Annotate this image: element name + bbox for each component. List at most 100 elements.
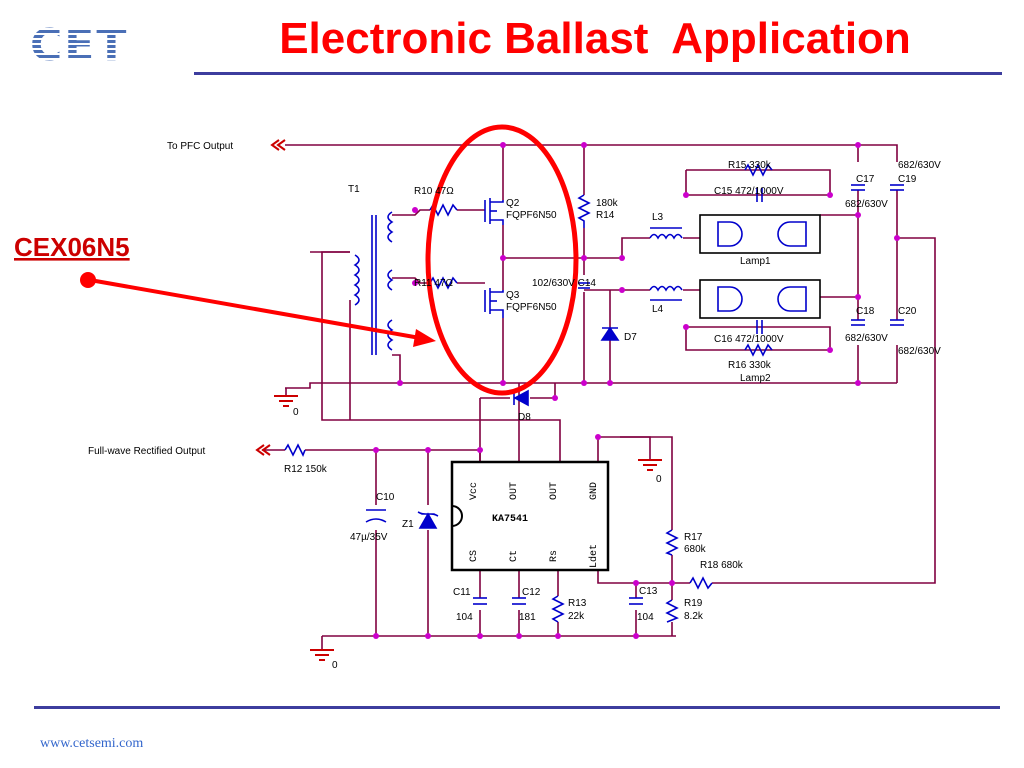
r13-resistor (551, 595, 565, 623)
c16-label: C16 472/1000V (714, 334, 784, 345)
r15-label: R15 330k (728, 160, 772, 171)
pin-gnd-label: GND (589, 482, 600, 500)
t1-secondary-coil-2 (387, 269, 394, 291)
r18-resistor (689, 576, 713, 590)
gnd-label-1: 0 (293, 407, 299, 418)
pin-ldet-label: Ldet (588, 544, 600, 568)
d7-diode (600, 326, 620, 341)
c13-label: C13 (639, 586, 658, 597)
c14-capacitor (578, 282, 590, 289)
c14-label: 102/630V C14 (532, 278, 596, 289)
r13-value-label: 22k (568, 611, 585, 622)
gnd-label-2: 0 (656, 474, 662, 485)
t1-label: T1 (348, 184, 360, 195)
l4-label: L4 (652, 304, 664, 315)
t1-secondary-coil-1 (387, 211, 394, 243)
r15-resistor (744, 163, 773, 177)
cet-logo: CET (30, 20, 148, 72)
c19-capacitor (890, 184, 904, 191)
l3-label: L3 (652, 212, 664, 223)
c18-value-label: 682/630V (845, 333, 888, 344)
c20-value-label: 682/630V (898, 346, 941, 357)
footer-rule (34, 706, 1000, 709)
t1-secondary-coil-3 (387, 319, 394, 351)
r16-label: R16 330k (728, 360, 772, 371)
highlight-ellipse (425, 124, 579, 396)
pin-rs-label: Rs (549, 550, 560, 562)
r11-label: R11 47Ω (414, 278, 454, 289)
title-rule (194, 72, 1002, 75)
r16-resistor (744, 343, 773, 357)
rectified-label: Full-wave Rectified Output (88, 446, 205, 457)
callout-dot (80, 272, 96, 288)
z1-zener (417, 511, 439, 529)
rectified-input-arrow (255, 444, 271, 456)
lamp2-label: Lamp2 (740, 373, 771, 384)
c10-value-label: 47µ/35V (350, 532, 388, 543)
q3-mosfet (484, 288, 504, 318)
ic-name-label: KA7541 (492, 514, 528, 525)
r17-value-label: 680k (684, 544, 707, 555)
c17-label: C17 (856, 174, 875, 185)
r12-label: R12 150k (284, 464, 328, 475)
r14-resistor (577, 194, 591, 228)
c15-label: C15 472/1000V (714, 186, 784, 197)
ka7541-ic (450, 460, 610, 572)
l4-inductor (649, 285, 683, 292)
lamp2 (699, 279, 821, 319)
schematic-labels: To PFC Output Full-wave Rectified Output… (88, 141, 941, 671)
ground-symbol-3 (310, 649, 334, 661)
r17-resistor (665, 529, 679, 556)
gnd-label-3: 0 (332, 660, 338, 671)
c13-capacitor (629, 597, 643, 605)
l3-inductor (649, 233, 683, 240)
callout-label: CEX06N5 (14, 232, 130, 262)
r11-resistor (429, 276, 458, 290)
pin-out2-label: OUT (549, 482, 560, 500)
lamp1 (699, 214, 821, 254)
pin-vcc-label: Vcc (469, 482, 480, 500)
pfc-label: To PFC Output (167, 141, 233, 152)
c11-capacitor (473, 597, 487, 605)
pfc-input-arrow (270, 139, 286, 151)
r10-label: R10 47Ω (414, 186, 454, 197)
c15-capacitor (756, 188, 763, 202)
r17-label: R17 (684, 532, 703, 543)
c12-capacitor (512, 597, 526, 605)
r13-label: R13 (568, 598, 587, 609)
r14-name-label: R14 (596, 210, 615, 221)
d8-label: D8 (518, 412, 531, 423)
pin-ct-label: Ct (509, 550, 520, 562)
c18-capacitor (851, 319, 865, 326)
c16-capacitor (756, 320, 763, 334)
c17-capacitor (851, 184, 865, 191)
r18-label: R18 680k (700, 560, 744, 571)
c19-label: C19 (898, 174, 917, 185)
c13-value-label: 104 (637, 612, 654, 623)
ground-symbol-2 (638, 459, 662, 471)
q3-name-label: Q3 (506, 290, 520, 301)
footer-url[interactable]: www.cetsemi.com (40, 736, 144, 751)
r19-value-label: 8.2k (684, 611, 704, 622)
z1-label: Z1 (402, 519, 414, 530)
q2-mosfet (484, 198, 504, 225)
slide-title: Electronic Ballast Application (279, 14, 911, 63)
c12-value-label: 181 (519, 612, 536, 623)
ground-symbol-1 (274, 395, 298, 407)
r12-resistor (284, 443, 306, 457)
c17-value-label: 682/630V (845, 199, 888, 210)
d7-label: D7 (624, 332, 637, 343)
lamp1-label: Lamp1 (740, 256, 771, 267)
q2-part-label: FQPF6N50 (506, 210, 557, 221)
c10-label: C10 (376, 492, 395, 503)
callout-arrow-head (413, 329, 436, 347)
c19-value-label: 682/630V (898, 160, 941, 171)
q3-part-label: FQPF6N50 (506, 302, 557, 313)
components (255, 139, 904, 661)
c18-label: C18 (856, 306, 875, 317)
callout-arrow-line (89, 278, 421, 340)
junction-nodes (373, 142, 900, 639)
r14-value-label: 180k (596, 198, 619, 209)
c10-capacitor (365, 509, 387, 523)
